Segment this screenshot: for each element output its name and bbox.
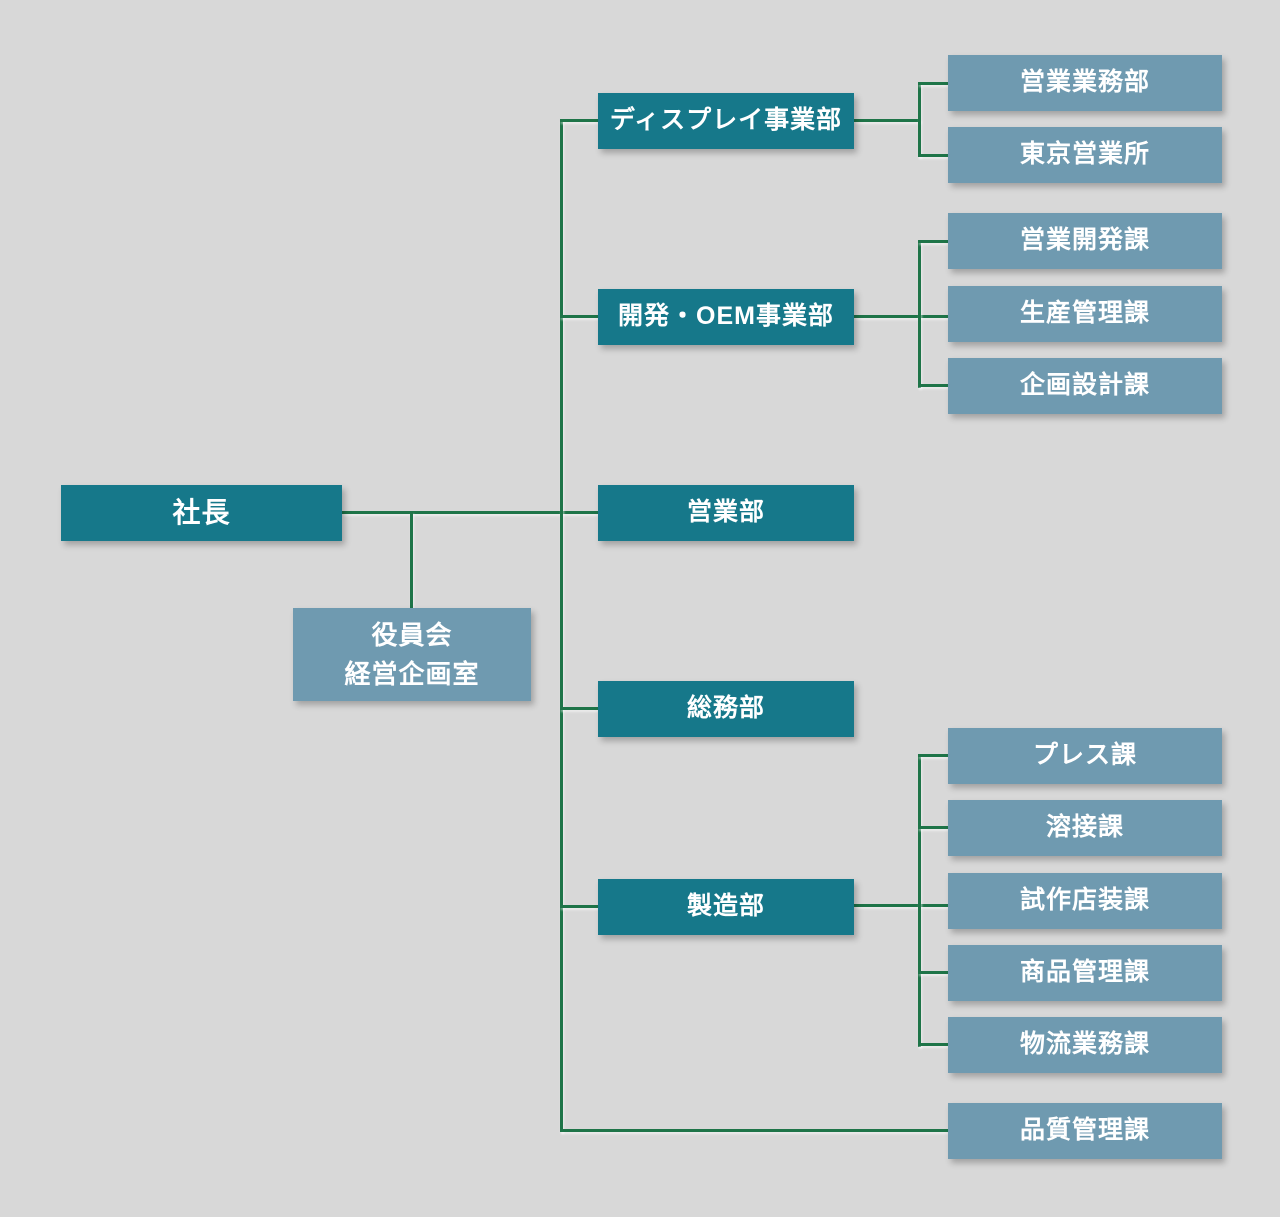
node-label: 開発・OEM事業部	[618, 302, 834, 331]
node-general-affairs-department: 総務部	[598, 681, 854, 737]
node-label: 総務部	[686, 694, 765, 723]
node-label: 企画設計課	[1019, 371, 1150, 400]
connector-manufacturing-parent	[854, 904, 948, 907]
connector-display-parent	[854, 119, 921, 122]
connector-main-trunk	[560, 119, 563, 1132]
node-label: 営業業務部	[1019, 68, 1150, 97]
connector-branch-general-affairs	[560, 707, 598, 710]
node-dev-oem-division: 開発・OEM事業部	[598, 289, 854, 345]
connector-stub-sales-development	[918, 240, 948, 243]
connector-branch-manufacturing	[560, 905, 598, 908]
node-press-section: プレス課	[948, 728, 1222, 784]
node-label: 商品管理課	[1019, 958, 1150, 987]
node-planning-design-section: 企画設計課	[948, 358, 1222, 414]
node-label: 生産管理課	[1019, 299, 1150, 328]
connector-branch-dev-oem-division	[560, 315, 598, 318]
node-welding-section: 溶接課	[948, 800, 1222, 856]
connector-branch-quality-control	[560, 1129, 948, 1132]
node-label: 東京営業所	[1019, 140, 1150, 169]
connector-manufacturing-group-vertical	[918, 754, 921, 1047]
node-manufacturing-department: 製造部	[598, 879, 854, 935]
node-label: 役員会 経営企画室	[344, 619, 480, 689]
node-president: 社長	[61, 485, 342, 541]
connector-dev-oem-parent	[854, 315, 948, 318]
connector-stub-press-section	[918, 754, 948, 757]
node-label: 社長	[172, 497, 231, 528]
node-prototype-shopfitting-section: 試作店装課	[948, 873, 1222, 929]
node-board-planning-office: 役員会 経営企画室	[293, 608, 531, 701]
node-logistics-operations-section: 物流業務課	[948, 1017, 1222, 1073]
connector-stub-sales-operations	[918, 82, 948, 85]
node-product-control-section: 商品管理課	[948, 945, 1222, 1001]
node-label: 営業部	[686, 498, 765, 527]
node-label: 溶接課	[1045, 813, 1124, 842]
node-tokyo-sales-office: 東京営業所	[948, 127, 1222, 183]
connector-staff-drop	[410, 512, 413, 608]
node-label: 営業開発課	[1019, 226, 1150, 255]
connector-stub-welding-section	[918, 826, 948, 829]
connector-president-to-trunk	[342, 511, 598, 514]
connector-dev-oem-group-vertical	[918, 240, 921, 388]
connector-stub-planning-design	[918, 384, 948, 387]
node-display-division: ディスプレイ事業部	[598, 93, 854, 149]
node-label: 物流業務課	[1019, 1030, 1150, 1059]
node-label: 品質管理課	[1019, 1116, 1150, 1145]
connector-stub-tokyo-sales-office	[918, 154, 948, 157]
connector-display-group-vertical	[918, 82, 921, 157]
node-label: プレス課	[1032, 741, 1137, 770]
node-production-control-section: 生産管理課	[948, 286, 1222, 342]
node-label: 試作店装課	[1019, 886, 1150, 915]
node-label: 製造部	[686, 892, 765, 921]
node-label: ディスプレイ事業部	[609, 106, 843, 135]
node-sales-development-section: 営業開発課	[948, 213, 1222, 269]
node-sales-department: 営業部	[598, 485, 854, 541]
connector-stub-logistics-section	[918, 1043, 948, 1046]
node-quality-control-section: 品質管理課	[948, 1103, 1222, 1159]
connector-stub-product-control-section	[918, 971, 948, 974]
node-sales-operations-dept: 営業業務部	[948, 55, 1222, 111]
connector-branch-display-division	[560, 119, 598, 122]
